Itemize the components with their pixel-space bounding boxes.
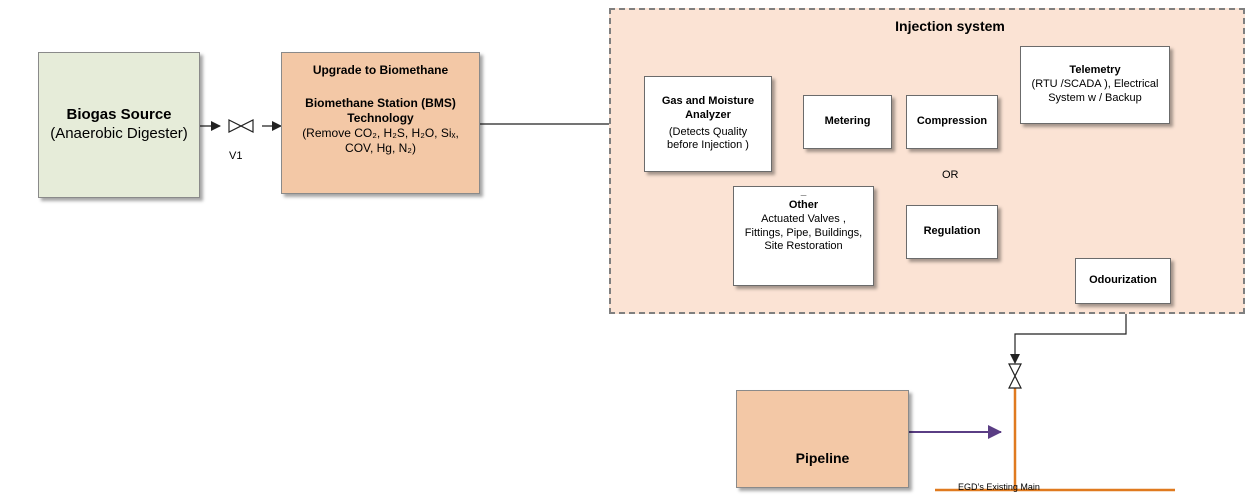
other-marker: _	[800, 186, 807, 197]
compression-label: Compression	[916, 115, 988, 128]
analyzer-title-line1: Gas and Moisture	[661, 95, 755, 107]
existing-main-label: EGD’s Existing Main	[958, 482, 1040, 492]
odourization-label: Odourization	[1089, 274, 1157, 287]
biogas-source-subtitle: (Anaerobic Digester)	[50, 125, 188, 142]
injection-valve-icon	[1008, 363, 1022, 389]
telemetry-title: Telemetry	[1069, 64, 1121, 77]
removal-list-line1: (Remove CO₂, H₂S, H₂O, Siₓ,	[302, 126, 459, 140]
bms-technology-line1: Biomethane Station (BMS)	[305, 96, 456, 110]
or-label: OR	[941, 169, 960, 183]
regulation-box: Regulation	[906, 205, 998, 259]
upgrade-title: Upgrade to Biomethane	[312, 63, 449, 77]
flow-odourization-to-valve	[1010, 304, 1127, 364]
other-line2: Fittings, Pipe, Buildings,	[744, 226, 863, 239]
removal-list-line2: COV, Hg, N₂)	[345, 141, 416, 155]
valve-v1-icon	[228, 119, 254, 133]
odourization-box: Odourization	[1075, 258, 1171, 304]
bms-technology-line2: Technology	[347, 111, 414, 125]
metering-label: Metering	[824, 115, 871, 128]
pipeline-box: Pipeline	[736, 390, 909, 488]
other-title: Other	[788, 199, 819, 211]
pipeline-title: Pipeline	[795, 449, 850, 466]
gas-moisture-analyzer-box: Gas and Moisture Analyzer (Detects Quali…	[644, 76, 772, 172]
telemetry-desc-line1: (RTU /SCADA ), Electrical	[1031, 78, 1159, 91]
biogas-source-box: Biogas Source (Anaerobic Digester)	[38, 52, 200, 198]
telemetry-desc-line2: System w / Backup	[1048, 91, 1142, 104]
injection-system-title: Injection system	[895, 18, 1005, 34]
upgrade-to-biomethane-box: Upgrade to Biomethane Biomethane Station…	[281, 52, 480, 194]
valve-v1-label: V1	[229, 150, 243, 162]
other-items-box: _ Other Actuated Valves , Fittings, Pipe…	[733, 186, 874, 286]
other-line1: Actuated Valves ,	[761, 212, 846, 225]
regulation-label: Regulation	[923, 225, 981, 238]
analyzer-desc-line2: before Injection )	[667, 139, 749, 152]
analyzer-desc-line1: (Detects Quality	[668, 125, 748, 138]
metering-box: Metering	[803, 95, 892, 149]
biogas-source-title: Biogas Source	[66, 106, 172, 124]
telemetry-box: Telemetry (RTU /SCADA ), Electrical Syst…	[1020, 46, 1170, 124]
analyzer-title-line2: Analyzer	[685, 108, 731, 121]
compression-box: Compression	[906, 95, 998, 149]
other-line3: Site Restoration	[764, 240, 843, 253]
